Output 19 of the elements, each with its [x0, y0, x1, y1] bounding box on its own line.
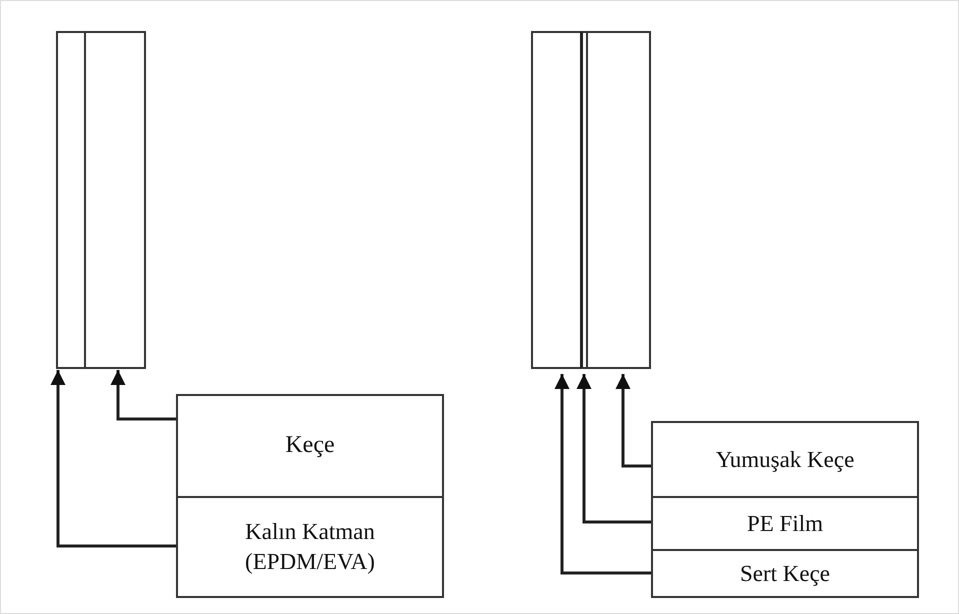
- label-box: [176, 394, 444, 498]
- layer-name: Sert Keçe: [740, 560, 830, 588]
- label-box: [176, 496, 444, 598]
- arrow: [110, 370, 176, 420]
- label-box: [651, 549, 919, 598]
- layer-name: Yumuşak Keçe: [716, 446, 854, 474]
- arrow: [616, 374, 651, 468]
- material-layer: [531, 31, 582, 369]
- label-box: [651, 421, 919, 498]
- layer-name: PE Film: [746, 510, 824, 538]
- material-layer: [56, 31, 86, 369]
- label-box: [651, 496, 919, 551]
- arrow: [576, 374, 651, 524]
- arrow: [50, 370, 176, 548]
- material-layer: [84, 31, 146, 369]
- layer-name: Keçe: [285, 431, 335, 460]
- material-layer: [586, 31, 651, 369]
- arrow: [554, 374, 651, 574]
- layer-name: Kalın Katman (EPDM/EVA): [244, 518, 376, 576]
